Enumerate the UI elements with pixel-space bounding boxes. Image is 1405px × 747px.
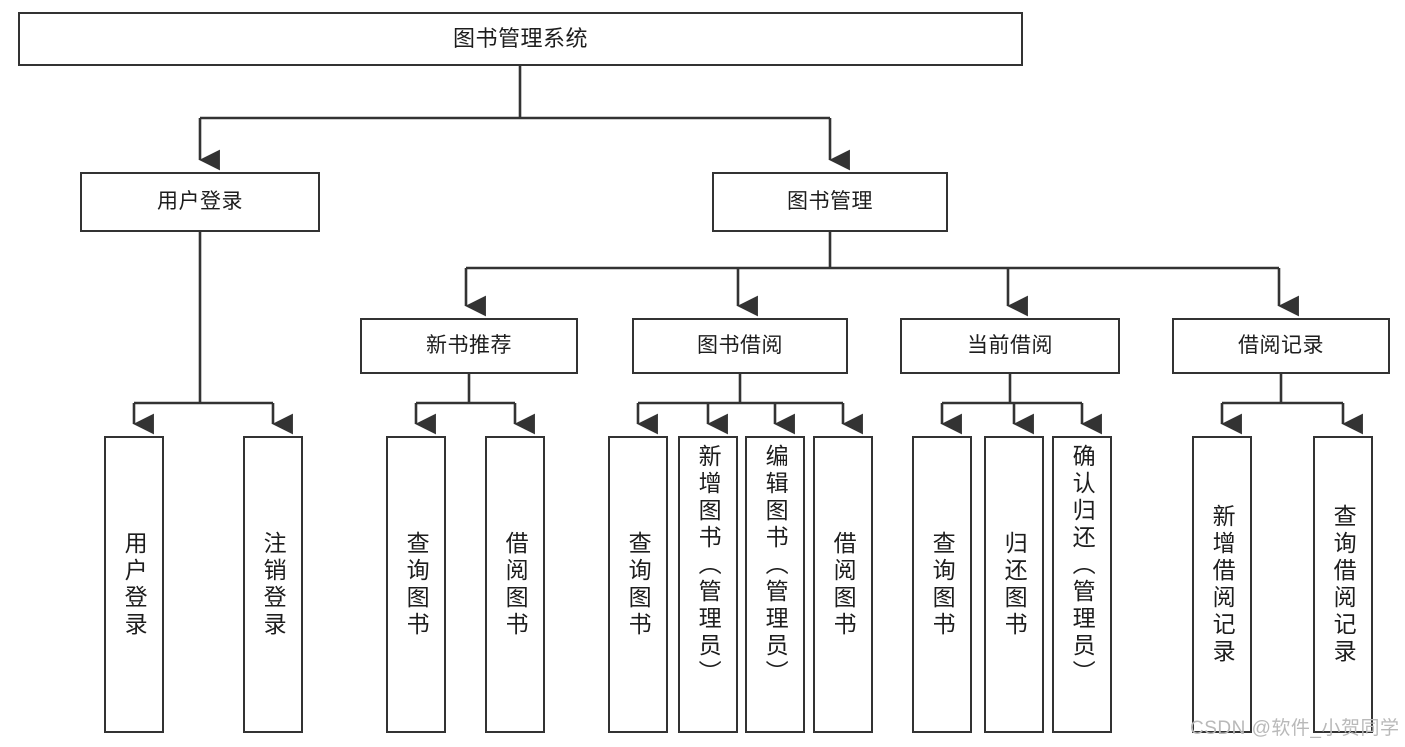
- node-label: 查询图书: [929, 530, 956, 639]
- node-new-book-recommendation[interactable]: 新书推荐: [360, 318, 578, 374]
- node-label: 借阅图书: [830, 530, 857, 639]
- csdn-watermark: CSDN @软件_小贺同学: [1190, 718, 1400, 739]
- leaf-confirm-return-admin[interactable]: 确认归还（管理员）: [1052, 436, 1112, 733]
- node-book-management[interactable]: 图书管理: [712, 172, 948, 232]
- leaf-logout[interactable]: 注销登录: [243, 436, 303, 733]
- node-label: 新增图书（管理员）: [695, 444, 722, 687]
- node-label: 新增借阅记录: [1209, 503, 1236, 666]
- leaf-user-login[interactable]: 用户登录: [104, 436, 164, 733]
- node-book-borrowing[interactable]: 图书借阅: [632, 318, 848, 374]
- node-label: 图书借阅: [697, 334, 783, 358]
- node-current-borrowing[interactable]: 当前借阅: [900, 318, 1120, 374]
- node-label: 用户登录: [121, 530, 148, 639]
- node-label: 查询图书: [625, 530, 652, 639]
- node-root-book-management-system[interactable]: 图书管理系统: [18, 12, 1023, 66]
- node-label: 当前借阅: [967, 334, 1053, 358]
- leaf-borrow-book-recommendation[interactable]: 借阅图书: [485, 436, 545, 733]
- leaf-return-book[interactable]: 归还图书: [984, 436, 1044, 733]
- node-label: 借阅记录: [1238, 334, 1324, 358]
- leaf-query-book-borrowing[interactable]: 查询图书: [608, 436, 668, 733]
- leaf-query-book-current[interactable]: 查询图书: [912, 436, 972, 733]
- node-user-login[interactable]: 用户登录: [80, 172, 320, 232]
- leaf-query-borrow-record[interactable]: 查询借阅记录: [1313, 436, 1373, 733]
- node-label: 注销登录: [260, 530, 287, 639]
- node-label: 图书管理系统: [452, 25, 588, 51]
- node-label: 归还图书: [1001, 530, 1028, 639]
- node-label: 确认归还（管理员）: [1069, 444, 1096, 687]
- leaf-add-book-admin[interactable]: 新增图书（管理员）: [678, 436, 738, 733]
- node-label: 查询图书: [403, 530, 430, 639]
- node-borrowing-records[interactable]: 借阅记录: [1172, 318, 1390, 374]
- node-label: 新书推荐: [426, 334, 512, 358]
- node-label: 查询借阅记录: [1330, 503, 1357, 666]
- node-label: 编辑图书（管理员）: [762, 444, 789, 687]
- leaf-query-book-recommendation[interactable]: 查询图书: [386, 436, 446, 733]
- leaf-edit-book-admin[interactable]: 编辑图书（管理员）: [745, 436, 805, 733]
- leaf-borrow-book-borrowing[interactable]: 借阅图书: [813, 436, 873, 733]
- node-label: 用户登录: [157, 190, 243, 214]
- leaf-add-borrow-record[interactable]: 新增借阅记录: [1192, 436, 1252, 733]
- node-label: 图书管理: [787, 190, 873, 214]
- node-label: 借阅图书: [502, 530, 529, 639]
